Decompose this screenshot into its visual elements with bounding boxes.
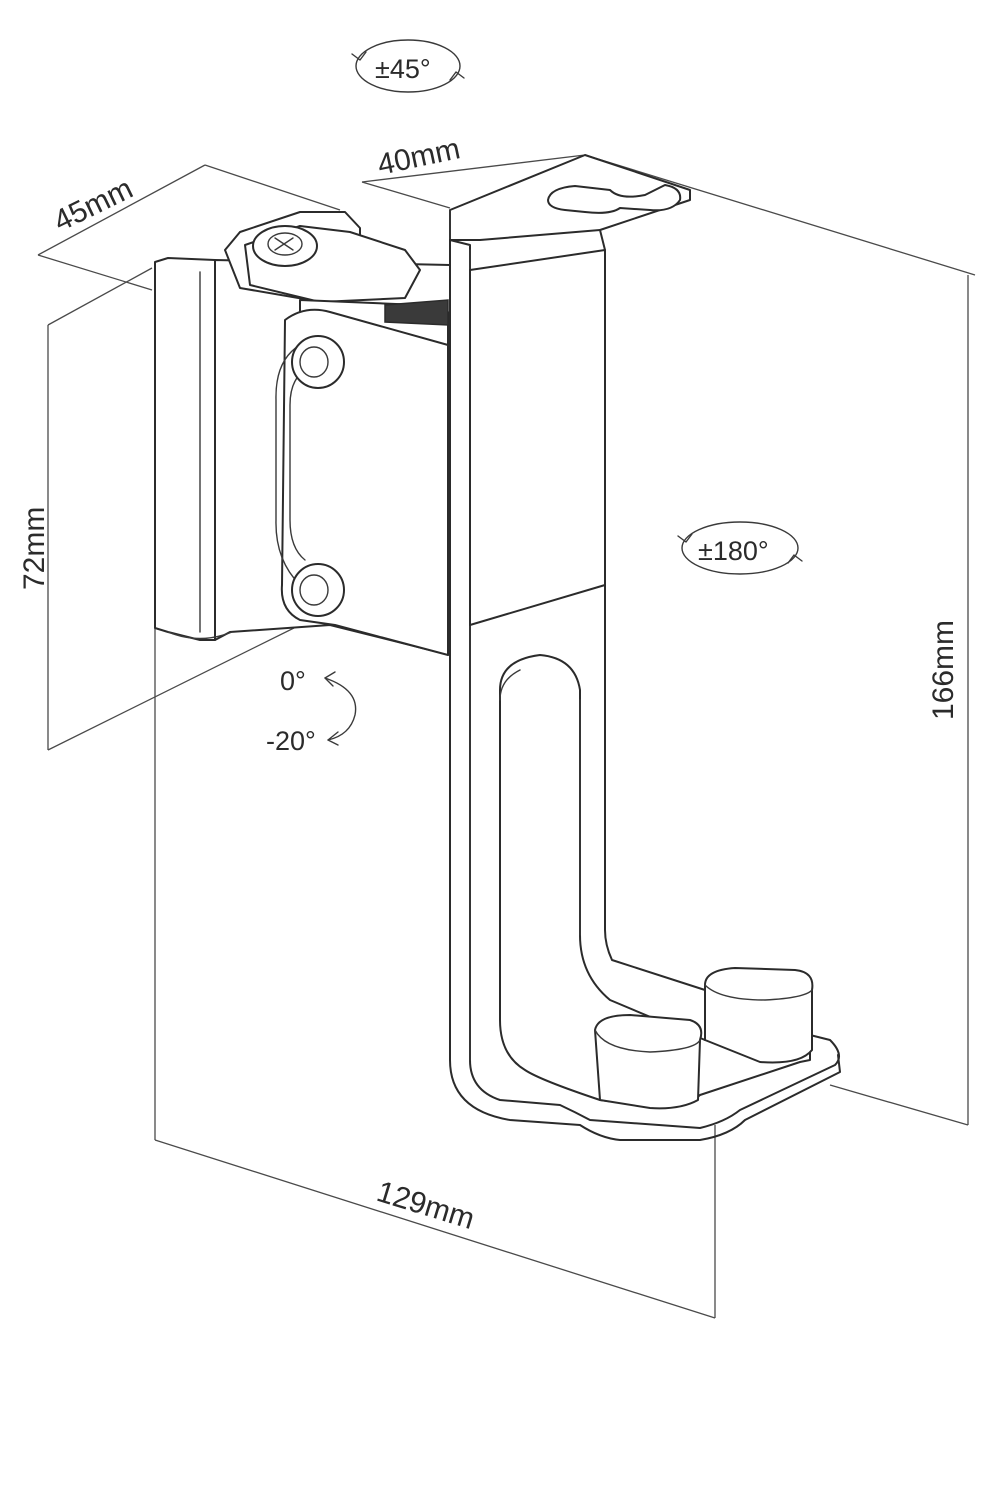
tilt-arrow-icon: [324, 677, 357, 741]
tilt-bolt-top-icon: [291, 335, 345, 389]
dim-ext-40mm-right: [584, 154, 976, 276]
tilt-bolt-bottom-icon: [291, 563, 345, 617]
dim-ext-72mm-bottom: [47, 624, 301, 751]
dim-ext-45mm-left: [37, 254, 153, 291]
label-tilt-top: 0°: [280, 666, 306, 696]
support-arm: [449, 154, 841, 1141]
clamp-slot-icon: [547, 184, 682, 214]
label-129mm: 129mm: [373, 1175, 478, 1236]
label-45mm: 45mm: [49, 172, 138, 238]
foot-pad-front-icon: [594, 1014, 703, 1110]
rotate-arrow-icon: [355, 39, 461, 93]
label-40mm: 40mm: [375, 132, 463, 182]
dim-line-40mm: [361, 154, 586, 183]
rotate-callout: [677, 521, 803, 575]
foot-pad-rear-icon: [704, 967, 814, 1064]
swivel-callout: [351, 39, 465, 93]
dim-ext-72mm-top: [47, 267, 153, 326]
label-72mm: 72mm: [18, 507, 51, 590]
dim-line-129mm: [154, 1139, 716, 1319]
dim-ext-45mm-right: [204, 164, 341, 211]
swivel-head: [224, 211, 449, 346]
dim-ext-40mm-left: [361, 181, 451, 209]
tilt-plate: [275, 308, 449, 656]
label-rotate: ±180°: [698, 536, 769, 566]
label-swivel: ±45°: [375, 54, 431, 84]
dim-line-45mm: [37, 164, 206, 256]
swivel-bolt-icon: [252, 225, 318, 267]
label-166mm: 166mm: [927, 620, 960, 720]
label-tilt-bottom: -20°: [266, 726, 316, 756]
rotate-arrow-icon-2: [681, 521, 799, 575]
tilt-callout: [324, 671, 357, 746]
dim-ext-166mm-bottom: [829, 1084, 969, 1126]
